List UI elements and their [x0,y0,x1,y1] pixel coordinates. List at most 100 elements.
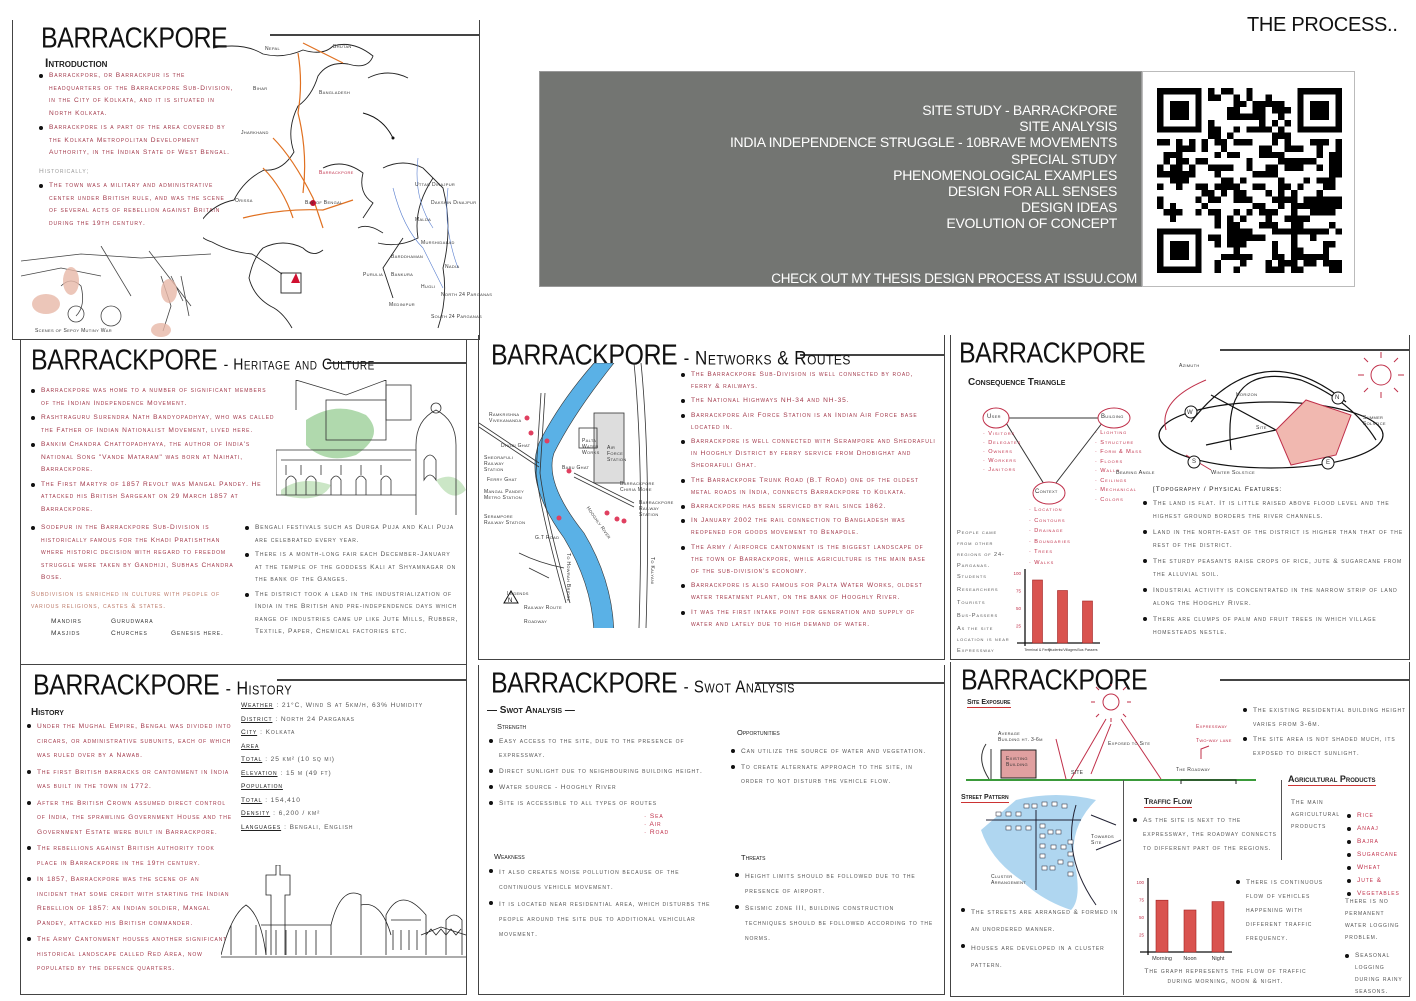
qr-module [1271,253,1279,261]
page-title: THE PROCESS.. [1247,14,1398,36]
heritage-text: Barrackpore was home to a number of sign… [31,385,276,518]
qr-module [1303,253,1311,261]
qr-module [1252,234,1260,242]
qr-module [1297,145,1304,152]
qr-module [1252,126,1260,133]
legend-title: Legends [507,591,529,597]
list-item: · Mechanical [1095,487,1137,493]
map-label: Barrackpore Chiria More [620,481,655,493]
qr-module [1271,151,1279,159]
qr-module [1297,253,1304,261]
qr-code-icon[interactable] [1142,71,1355,287]
site-label: Exposed to Site [1108,741,1151,747]
house-mark [1041,865,1048,871]
qr-module [1239,215,1247,222]
compass-n: N [1335,395,1340,401]
fact-row: Total: 154,410 [241,794,461,808]
map-label: Hugli [421,284,436,290]
x-tick-label: Morning [1152,956,1172,962]
fact-key: Population [241,783,283,790]
map-label: Bihar [253,86,268,92]
qr-module [1227,183,1234,191]
qr-module [1322,183,1330,191]
house-mark [1067,861,1074,867]
house-mark [1051,801,1058,807]
house-mark [1057,859,1064,865]
list-item: After the British Crown assumed direct c… [27,797,232,841]
historically-label: Historically; [39,167,90,175]
y-tick-label: 75 [1016,589,1022,594]
fact-row: Population [241,780,461,794]
y-tick-label: 50 [1016,606,1022,611]
qr-module [1176,158,1183,165]
qr-module [1220,177,1228,184]
threats-heading: Threats [741,853,766,862]
qr-module [1259,234,1266,242]
house-mark [1067,839,1074,845]
qr-module [1303,158,1311,165]
qr-module [1329,183,1336,191]
qr-module [1259,145,1266,152]
map-label: Dakshin Dinajpur [431,200,477,206]
qr-module [1208,234,1215,242]
qr-module [1303,215,1311,222]
list-item: The sturdy peasants raise crops of rice,… [1143,555,1405,582]
map-label: Mangal Pandey Metro Station [484,489,525,501]
qr-module [1227,241,1234,248]
list-item: The rebellions against British authority… [27,842,232,871]
svg-text:N: N [508,598,512,604]
qr-module [1214,215,1221,222]
qr-module [1176,183,1183,191]
qr-module [1246,209,1253,216]
qr-module [1201,139,1209,146]
agri-note: There is no permanent water logging prob… [1345,898,1400,941]
networks-text: The Barrackpore Sub-Division is well con… [681,369,936,633]
title-sub: - History [225,679,293,699]
qr-module [1259,209,1266,216]
qr-module [1335,228,1342,235]
qr-module [1290,228,1298,235]
consequence-panel: BARRACKPORE Consequence Triangle User Bu… [950,335,1410,660]
list-item: · Walks [1029,559,1055,566]
list-item: The Barrackpore Sub-Division is well con… [681,369,936,393]
qr-module [1163,151,1170,159]
qr-finder [1169,241,1189,261]
fact-key: Elevation [241,769,278,777]
opportunities-list: Can utilize the source of water and vege… [731,745,936,791]
qr-module [1265,266,1272,273]
qr-module [1322,241,1330,248]
site-label: Expressway [1196,724,1228,730]
qr-module [1303,196,1311,203]
fact-key: City [241,729,258,736]
qr-module [1259,221,1266,229]
qr-module [1265,190,1272,197]
list-item: · Visitors [983,431,1016,437]
qr-module [1284,119,1291,127]
qr-module [1239,190,1247,197]
qr-module [1271,228,1279,235]
title-main: BARRACKPORE [491,339,678,372]
qr-module [1214,164,1221,171]
qr-module [1214,151,1221,159]
networks-panel: BARRACKPORE - Networks & Routes The Barr… [478,335,945,660]
list-item: · Janitors [983,467,1016,473]
qr-module [1227,88,1234,95]
qr-module [1316,151,1323,159]
qr-module [1278,132,1285,140]
issuu-link[interactable]: CHECK OUT MY THESIS DESIGN PROCESS AT IS… [771,271,1137,286]
qr-module [1265,215,1272,222]
map-label: Medinipur [389,302,415,308]
fact-row: District: North 24 Parganas [241,713,461,727]
traffic-note: There is continuous flow of vehicles hap… [1236,876,1341,948]
list-item: Rashtraguru Surendra Nath Bandyopadhyay,… [31,412,276,437]
list-item: Wheat [1347,862,1400,873]
fact-key: Area [241,742,260,750]
enriched-text: Subdivision is enriched in culture with … [31,590,221,611]
place: Gurudwara [111,617,154,625]
fact-key: Weather [241,702,274,709]
list-item: · Road [644,829,670,836]
sun-label: Horizon [1236,392,1258,398]
traffic-text: As the site is next to the expressway, t… [1133,814,1278,858]
qr-module [1246,94,1253,101]
qr-module [1233,234,1240,242]
